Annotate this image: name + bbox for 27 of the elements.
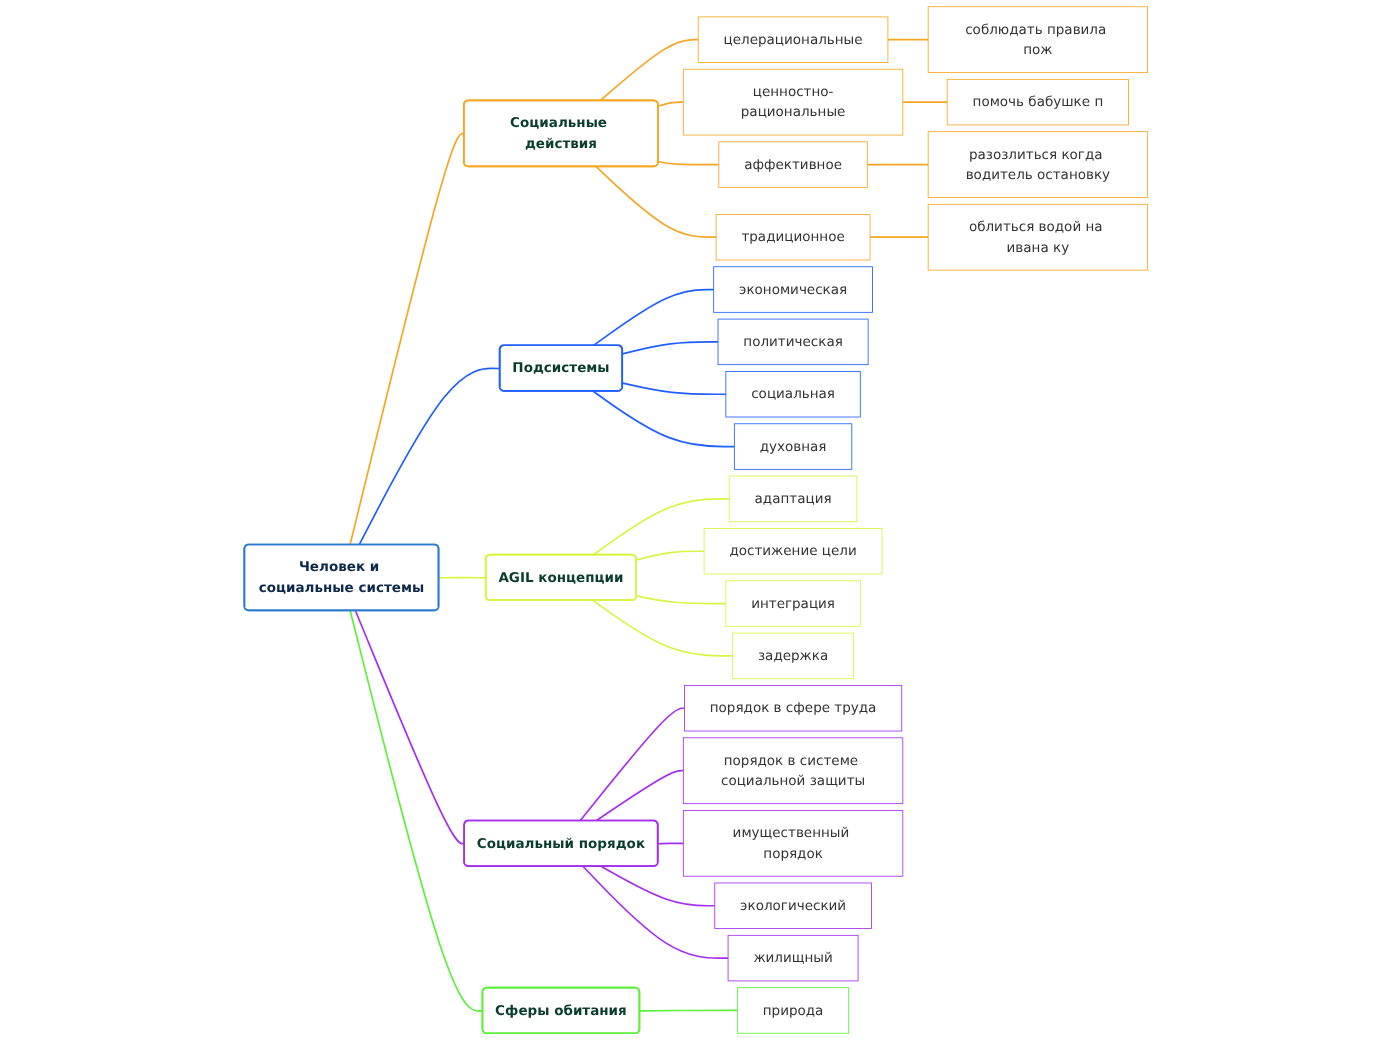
connector <box>600 865 716 907</box>
connector <box>901 101 949 103</box>
connector <box>592 288 715 347</box>
connector <box>595 165 717 239</box>
connector <box>592 599 734 657</box>
connector <box>869 236 929 239</box>
connector <box>635 594 727 605</box>
connector <box>354 609 466 845</box>
connector <box>639 1009 739 1012</box>
connector <box>887 38 929 41</box>
connector <box>599 38 700 102</box>
connector <box>657 101 685 107</box>
connector <box>635 550 705 561</box>
connector <box>438 576 487 579</box>
connector <box>579 707 686 822</box>
connector <box>349 132 466 546</box>
connector <box>621 382 727 396</box>
connector <box>349 609 484 1012</box>
connector <box>657 160 720 166</box>
connector <box>582 865 729 959</box>
connector <box>621 341 719 355</box>
connector <box>594 769 685 822</box>
connector <box>358 367 501 546</box>
connector <box>657 842 685 845</box>
connector <box>866 163 929 166</box>
connector <box>592 390 736 448</box>
connector <box>592 498 731 556</box>
